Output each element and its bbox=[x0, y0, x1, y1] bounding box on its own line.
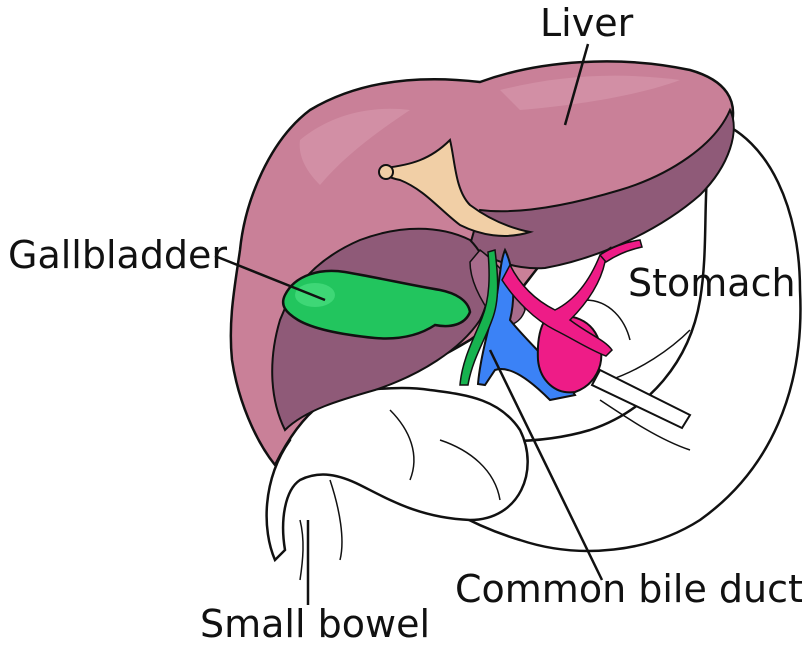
label-small-bowel: Small bowel bbox=[200, 605, 430, 643]
small-bowel-fold-1 bbox=[330, 480, 342, 560]
small-bowel-fold-4 bbox=[300, 520, 303, 580]
label-gallbladder: Gallbladder bbox=[8, 236, 227, 274]
ligament-round-end bbox=[379, 165, 393, 179]
label-common-bile-duct: Common bile duct bbox=[455, 570, 803, 608]
label-stomach: Stomach bbox=[628, 264, 796, 302]
label-liver: Liver bbox=[540, 4, 633, 42]
